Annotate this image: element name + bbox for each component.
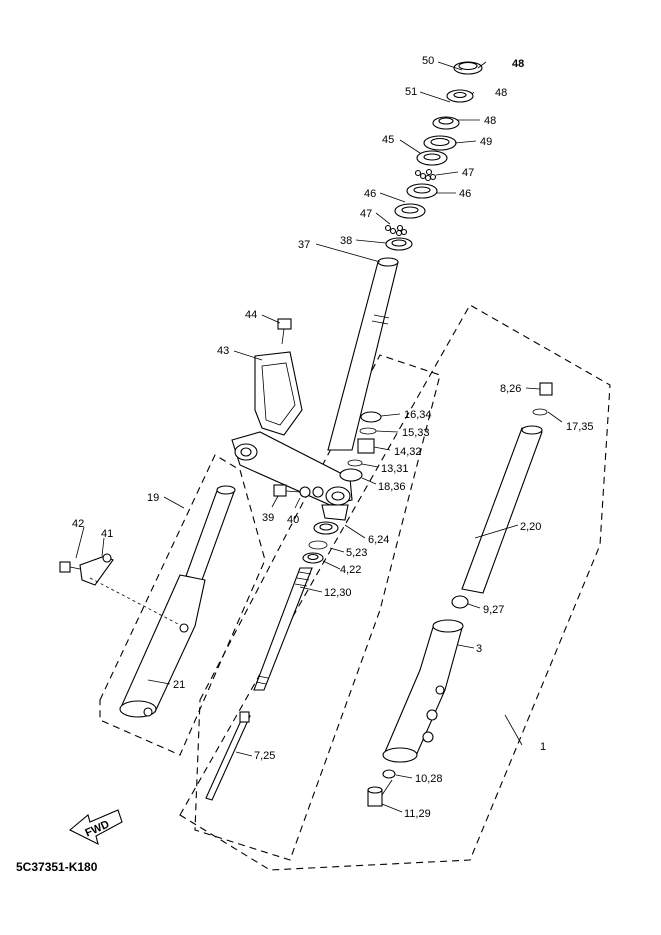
label-6-24: 6,24: [368, 534, 389, 546]
bolt-11: [367, 779, 393, 807]
label-48-second: 48: [495, 87, 507, 99]
bracket-43: [254, 351, 303, 436]
bolt-39: [273, 484, 301, 497]
inner-tube-2: [461, 425, 543, 594]
seal-18: [339, 468, 363, 482]
dust-seal-38: [385, 237, 413, 251]
label-4-22: 4,22: [340, 564, 361, 576]
steering-stem-37: [327, 257, 399, 451]
label-37: 37: [298, 239, 310, 251]
label-14-32: 14,32: [394, 446, 422, 458]
nut-50: [453, 61, 483, 75]
label-16-34: 16,34: [404, 409, 432, 421]
label-8-26: 8,26: [500, 383, 521, 395]
label-11-29: 11,29: [404, 808, 431, 820]
label-43: 43: [217, 345, 229, 357]
label-9-27: 9,27: [483, 604, 504, 616]
fwd-arrow-icon: FWD: [69, 809, 123, 846]
label-48-top: 48: [512, 58, 524, 70]
ball-bearing-47-upper: [414, 168, 437, 182]
label-41: 41: [101, 528, 113, 540]
race-49: [423, 135, 457, 151]
label-12-30: 12,30: [324, 587, 352, 599]
leader-lines: [75, 61, 563, 813]
label-21: 21: [173, 679, 185, 691]
outer-tube-3: [382, 619, 464, 763]
cap-16: [360, 411, 382, 423]
label-46-right: 46: [459, 188, 471, 200]
label-49: 49: [480, 136, 492, 148]
oring-13: [347, 459, 363, 467]
label-39: 39: [262, 512, 274, 524]
lock-washer-51: [446, 89, 474, 103]
bracket-41: [79, 553, 114, 586]
label-47-lower: 47: [360, 208, 372, 220]
label-10-28: 10,28: [415, 773, 443, 785]
group-outline-19: [99, 454, 266, 756]
label-15-33: 15,33: [402, 427, 430, 439]
clip-17: [532, 408, 548, 416]
label-40: 40: [287, 514, 299, 526]
group-outline-2: [194, 354, 441, 861]
label-18-36: 18,36: [378, 481, 406, 493]
label-19: 19: [147, 492, 159, 504]
label-42: 42: [72, 518, 84, 530]
clip-5: [308, 540, 328, 550]
washer-4: [302, 552, 324, 564]
cap-9: [451, 595, 469, 609]
label-47-upper: 47: [462, 167, 474, 179]
washer-10: [382, 769, 396, 779]
bolt-8: [539, 382, 553, 396]
circlip-15: [359, 427, 377, 435]
inner-tube-19: [185, 485, 236, 581]
nut-48: [432, 116, 460, 130]
race-46-upper: [406, 183, 438, 199]
label-45: 45: [382, 134, 394, 146]
ball-bearing-47-lower: [384, 224, 408, 237]
label-17-35: 17,35: [566, 421, 594, 433]
label-50: 50: [422, 55, 434, 67]
under-bracket: [231, 431, 353, 521]
bolt-42: [59, 561, 81, 573]
damper-rod-7: [205, 711, 251, 801]
spring-12: [253, 567, 313, 691]
race-45: [416, 150, 448, 166]
collar-14: [357, 438, 375, 454]
bolt-44: [277, 318, 292, 345]
label-7-25: 7,25: [254, 750, 275, 762]
diagram-code: 5C37351-K180: [16, 860, 98, 874]
label-38: 38: [340, 235, 352, 247]
label-5-23: 5,23: [346, 547, 367, 559]
label-51: 51: [405, 86, 417, 98]
label-44: 44: [245, 309, 257, 321]
label-13-31: 13,31: [381, 463, 409, 475]
washer-40: [299, 486, 324, 498]
label-1: 1: [540, 741, 546, 753]
seal-6: [313, 521, 339, 535]
label-3: 3: [476, 643, 482, 655]
label-48-third: 48: [484, 115, 496, 127]
axis-line-41: [89, 577, 181, 626]
label-46-left: 46: [364, 188, 376, 200]
outer-tube-21: [119, 574, 206, 718]
label-2-20: 2,20: [520, 521, 541, 533]
race-46-lower: [394, 203, 426, 219]
